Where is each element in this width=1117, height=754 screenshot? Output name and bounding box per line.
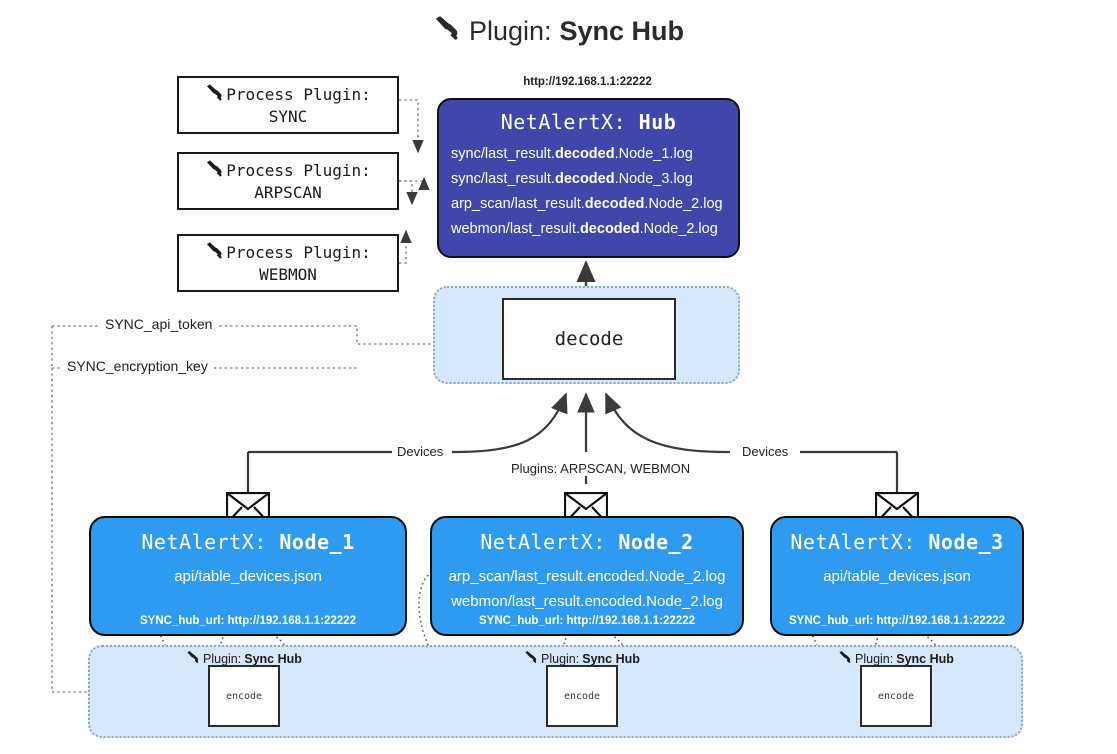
encoder-caption-2: Plugin: Sync Hub [524, 650, 640, 667]
encoder-caption-prefix: Plugin: [203, 651, 242, 666]
edge-label-devices-left: Devices [392, 444, 449, 459]
node-path-line: api/table_devices.json [823, 568, 971, 585]
node-hub-url: SYNC_hub_url: http://192.168.1.1:22222 [478, 615, 696, 627]
encode-box-1[interactable]: encode [208, 665, 280, 727]
process-plugin-label: Process Plugin: [226, 243, 371, 262]
page-title: Plugin: Sync Hub [0, 14, 1117, 49]
node-title: NetAlertX: Node_2 [480, 530, 694, 554]
hub-log-line: sync/last_result.decoded.Node_3.log [451, 170, 693, 187]
node-hub-url: SYNC_hub_url: http://192.168.1.1:22222 [139, 615, 357, 627]
hub-url-label: http://192.168.1.1:22222 [523, 76, 652, 88]
plug-icon [205, 83, 224, 107]
encoder-caption-prefix: Plugin: [855, 651, 894, 666]
node-path-line: webmon/last_result.encoded.Node_2.log [451, 593, 723, 610]
plug-icon [838, 650, 852, 667]
process-plugin-name: WEBMON [259, 265, 317, 284]
edge-sync-to-hub [399, 99, 424, 154]
edge-webmon-to-hub [399, 229, 412, 264]
hub-node[interactable]: NetAlertX: Hub sync/last_result.decoded.… [437, 98, 740, 258]
hub-log-line: sync/last_result.decoded.Node_1.log [451, 146, 693, 162]
process-plugin-label: Process Plugin: [226, 85, 371, 104]
process-plugin-box-sync[interactable]: Process Plugin: SYNC [177, 76, 399, 134]
hub-title: NetAlertX: Hub [439, 110, 738, 134]
encoder-caption-3: Plugin: Sync Hub [838, 650, 954, 667]
process-plugin-box-webmon[interactable]: Process Plugin: WEBMON [177, 234, 399, 292]
title-name: Sync Hub [559, 16, 685, 46]
node-box-node1[interactable]: NetAlertX: Node_1 api/table_devices.json… [89, 516, 407, 636]
encode-box-2[interactable]: encode [546, 665, 618, 727]
plug-icon [186, 650, 200, 667]
edge-label-devices-right: Devices [737, 444, 794, 459]
node-box-node3[interactable]: NetAlertX: Node_3 api/table_devices.json… [770, 516, 1024, 636]
edge-arpscan-to-hub [399, 176, 430, 191]
process-plugin-name: ARPSCAN [254, 183, 322, 202]
node-path-line: api/table_devices.json [174, 568, 322, 585]
sync-encryption-key-label: SYNC_encryption_key [62, 358, 213, 374]
hub-title-name: Hub [638, 110, 677, 134]
decode-container: decode [433, 286, 740, 384]
plug-icon [433, 14, 461, 49]
encoder-caption-1: Plugin: Sync Hub [186, 650, 302, 667]
plug-icon [205, 159, 224, 183]
encoder-container: Plugin: Sync Hub encode Plugin: Sync Hub… [88, 645, 1023, 738]
process-plugin-label: Process Plugin: [226, 161, 371, 180]
plug-icon [524, 650, 538, 667]
process-plugin-box-arpscan[interactable]: Process Plugin: ARPSCAN [177, 152, 399, 210]
edge-node3-to-decode [604, 392, 731, 454]
node-box-node2[interactable]: NetAlertX: Node_2 arp_scan/last_result.e… [430, 516, 744, 636]
node-title: NetAlertX: Node_3 [790, 530, 1004, 554]
edge-node1-to-decode [451, 392, 568, 454]
node-hub-url: SYNC_hub_url: http://192.168.1.1:22222 [788, 615, 1006, 627]
node-title: NetAlertX: Node_1 [141, 530, 355, 554]
hub-log-line: webmon/last_result.decoded.Node_2.log [451, 220, 718, 237]
encoder-caption-name: Sync Hub [896, 651, 954, 666]
hub-title-prefix: NetAlertX: [500, 110, 627, 134]
title-prefix: Plugin: [468, 16, 552, 46]
hub-log-line: arp_scan/last_result.decoded.Node_2.log [451, 195, 723, 212]
encoder-caption-prefix: Plugin: [541, 651, 580, 666]
encode-box-3[interactable]: encode [860, 665, 932, 727]
node-path-line: arp_scan/last_result.encoded.Node_2.log [448, 568, 726, 585]
process-plugin-name: SYNC [268, 107, 308, 126]
edge-label-plugins-center: Plugins: ARPSCAN, WEBMON [506, 461, 696, 476]
edge-arpscan-to-hub-2 [399, 180, 418, 206]
encoder-caption-name: Sync Hub [582, 651, 640, 666]
decode-box[interactable]: decode [502, 298, 676, 380]
plug-icon [205, 241, 224, 265]
encoder-caption-name: Sync Hub [244, 651, 302, 666]
sync-api-token-label: SYNC_api_token [100, 316, 218, 332]
